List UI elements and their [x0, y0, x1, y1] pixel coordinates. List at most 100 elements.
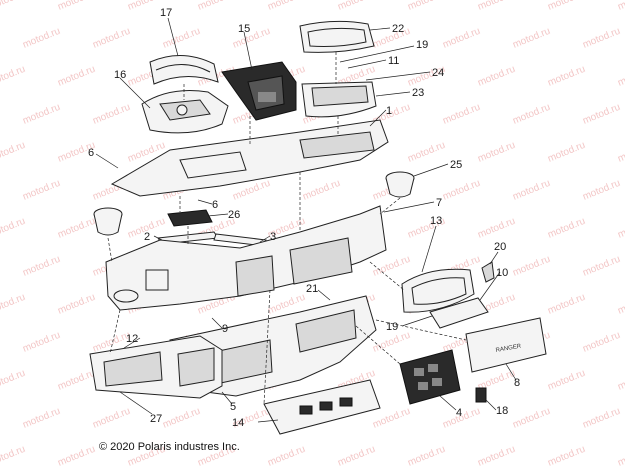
part-8-glovebox-door: RANGER	[465, 317, 547, 373]
watermark-text: motod.ru	[56, 444, 97, 468]
watermark-text: motod.ru	[21, 178, 62, 203]
callout-3: 3	[270, 231, 276, 243]
watermark-text: motod.ru	[511, 102, 552, 127]
callout-9: 9	[222, 323, 228, 335]
watermark-text: motod.ru	[371, 254, 412, 279]
watermark-text: motod.ru	[161, 406, 202, 431]
callout-labels: 17 15 22 19 11 24 16 23 1 6 25 6 26 7 2 …	[88, 7, 520, 429]
callout-19b: 19	[386, 321, 398, 333]
watermark-text: motod.ru	[406, 140, 447, 165]
part-26-plate	[167, 209, 213, 227]
watermark-text: motod.ru	[21, 254, 62, 279]
part-18-switch	[475, 387, 487, 403]
callout-8: 8	[514, 377, 520, 389]
watermark-text: motod.ru	[91, 26, 132, 51]
part-25-cupholder-right	[385, 171, 415, 198]
part-12-left-lower-panel	[89, 335, 223, 399]
part-22-storage-lid	[299, 20, 375, 53]
watermark-text: motod.ru	[616, 292, 625, 317]
watermark-text: motod.ru	[196, 0, 237, 13]
watermark-text: motod.ru	[546, 216, 587, 241]
watermark-text: motod.ru	[266, 444, 307, 468]
callout-6a: 6	[88, 147, 94, 159]
callout-6b: 6	[212, 199, 218, 211]
watermark-text: motod.ru	[336, 0, 377, 13]
callout-25: 25	[450, 159, 462, 171]
part-17-gauge-cover	[149, 54, 219, 85]
watermark-text: motod.ru	[546, 368, 587, 393]
callout-1: 1	[386, 105, 392, 117]
watermark-text: motod.ru	[0, 368, 27, 393]
callout-13: 13	[430, 215, 442, 227]
callout-19: 19	[416, 39, 428, 51]
part-20-clip	[481, 261, 495, 283]
watermark-text: motod.ru	[581, 102, 622, 127]
part-cupholder-left	[93, 207, 123, 236]
copyright-text: © 2020 Polaris industres Inc.	[99, 441, 240, 453]
watermark-text: motod.ru	[581, 406, 622, 431]
watermark-text: motod.ru	[616, 216, 625, 241]
callout-14: 14	[232, 417, 244, 429]
watermark-text: motod.ru	[406, 444, 447, 468]
watermark-text: motod.ru	[21, 330, 62, 355]
watermark-text: motod.ru	[0, 0, 27, 13]
watermark-text: motod.ru	[511, 178, 552, 203]
watermark-text: motod.ru	[0, 140, 27, 165]
watermark-text: motod.ru	[476, 0, 517, 13]
callout-21: 21	[306, 283, 318, 295]
watermark-text: motod.ru	[546, 64, 587, 89]
watermark-text: motod.ru	[546, 140, 587, 165]
callout-26: 26	[228, 209, 240, 221]
watermark-text: motod.ru	[546, 0, 587, 13]
watermark-text: motod.ru	[91, 406, 132, 431]
callout-4: 4	[456, 407, 462, 419]
watermark-text: motod.ru	[371, 406, 412, 431]
watermark-text: motod.ru	[56, 292, 97, 317]
part-13-gauge-cluster	[401, 268, 475, 313]
callout-27: 27	[150, 413, 162, 425]
callout-17: 17	[160, 7, 172, 19]
watermark-text: motod.ru	[406, 0, 447, 13]
watermark-text: motod.ru	[616, 368, 625, 393]
watermark-text: motod.ru	[336, 444, 377, 468]
watermark-text: motod.ru	[581, 178, 622, 203]
watermark-text: motod.ru	[301, 178, 342, 203]
callout-15: 15	[238, 23, 250, 35]
watermark-text: motod.ru	[0, 216, 27, 241]
watermark-text: motod.ru	[616, 140, 625, 165]
callout-5: 5	[230, 401, 236, 413]
watermark-text: motod.ru	[546, 292, 587, 317]
watermark-text: motod.ru	[616, 444, 625, 468]
watermark-text: motod.ru	[56, 216, 97, 241]
callout-16: 16	[114, 69, 126, 81]
watermark-text: motod.ru	[616, 0, 625, 13]
watermark-text: motod.ru	[0, 64, 27, 89]
watermark-text: motod.ru	[56, 0, 97, 13]
callout-10: 10	[496, 267, 508, 279]
assembly-lines	[107, 52, 467, 405]
watermark-text: motod.ru	[511, 254, 552, 279]
watermark-text: motod.ru	[511, 406, 552, 431]
callout-2: 2	[144, 231, 150, 243]
part-14-kick-panel	[263, 379, 381, 435]
callout-22: 22	[392, 23, 404, 35]
watermark-text: motod.ru	[56, 368, 97, 393]
glovebox-logo: RANGER	[495, 343, 522, 353]
watermark-text: motod.ru	[616, 64, 625, 89]
watermark-text: motod.ru	[266, 0, 307, 13]
watermark-text: motod.ru	[161, 26, 202, 51]
watermark-text: motod.ru	[441, 26, 482, 51]
watermark-text: motod.ru	[441, 102, 482, 127]
part-4-switch-panel	[399, 349, 461, 405]
watermark-text: motod.ru	[546, 444, 587, 468]
watermark-text: motod.ru	[441, 178, 482, 203]
callout-24: 24	[432, 67, 444, 79]
watermark-text: motod.ru	[476, 140, 517, 165]
callout-12: 12	[126, 333, 138, 345]
watermark-text: motod.ru	[581, 26, 622, 51]
part-7-main-dash-frame	[105, 205, 387, 311]
callout-20: 20	[494, 241, 506, 253]
watermark-text: motod.ru	[91, 102, 132, 127]
watermark-text: motod.ru	[21, 26, 62, 51]
